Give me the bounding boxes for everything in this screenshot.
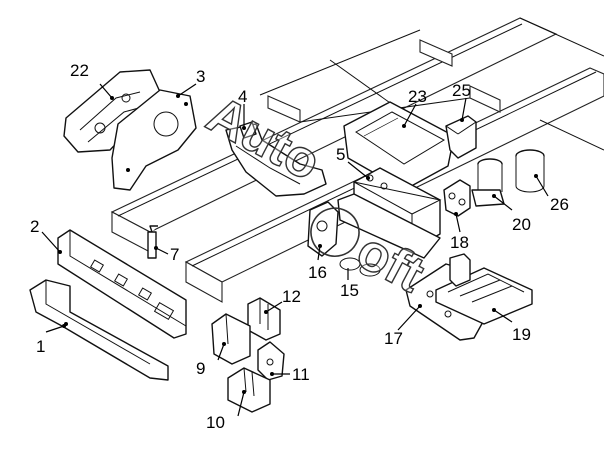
part-26-canister	[515, 149, 545, 193]
callout-15: 15	[340, 281, 359, 300]
callout-9: 9	[196, 359, 205, 378]
callout-16: 16	[308, 263, 327, 282]
part-15-ring	[339, 257, 381, 277]
part-16-mount	[307, 201, 339, 257]
callout-25: 25	[452, 81, 471, 100]
part-25-box	[445, 115, 477, 159]
part-18-valve	[443, 179, 471, 217]
part-11-clip	[257, 341, 285, 381]
callout-7: 7	[170, 245, 179, 264]
part-19-step	[435, 253, 533, 325]
callout-1: 1	[36, 337, 45, 356]
callout-23: 23	[408, 87, 427, 106]
callout-19: 19	[512, 325, 531, 344]
part-23-battery-cover	[343, 101, 455, 191]
callout-12: 12	[282, 287, 301, 306]
callout-22: 22	[70, 61, 89, 80]
part-20-dryer	[471, 158, 505, 207]
callout-10: 10	[206, 413, 225, 432]
part-2-crossmember	[57, 229, 187, 339]
callout-18: 18	[450, 233, 469, 252]
leader-lines	[41, 83, 549, 417]
callout-17: 17	[384, 329, 403, 348]
callout-20: 20	[512, 215, 531, 234]
callout-26: 26	[550, 195, 569, 214]
watermark-c-circle	[310, 207, 360, 257]
callout-11: 11	[292, 365, 310, 384]
part-10-bracket	[227, 367, 271, 413]
part-5-battery-tray	[337, 167, 442, 259]
callout-numbers: 1 2 3 4 5 7 9 10 11 12 15 16 17 18 19 20…	[30, 61, 569, 432]
callout-3: 3	[196, 67, 205, 86]
part-3-plate	[111, 89, 197, 191]
callout-5: 5	[336, 145, 345, 164]
part-7-pin	[147, 225, 158, 259]
part-9-mount	[211, 313, 251, 365]
part-12-bracket	[247, 297, 281, 341]
callout-4: 4	[238, 87, 247, 106]
part-1-lower-bracket	[29, 279, 169, 381]
callout-2: 2	[30, 217, 39, 236]
